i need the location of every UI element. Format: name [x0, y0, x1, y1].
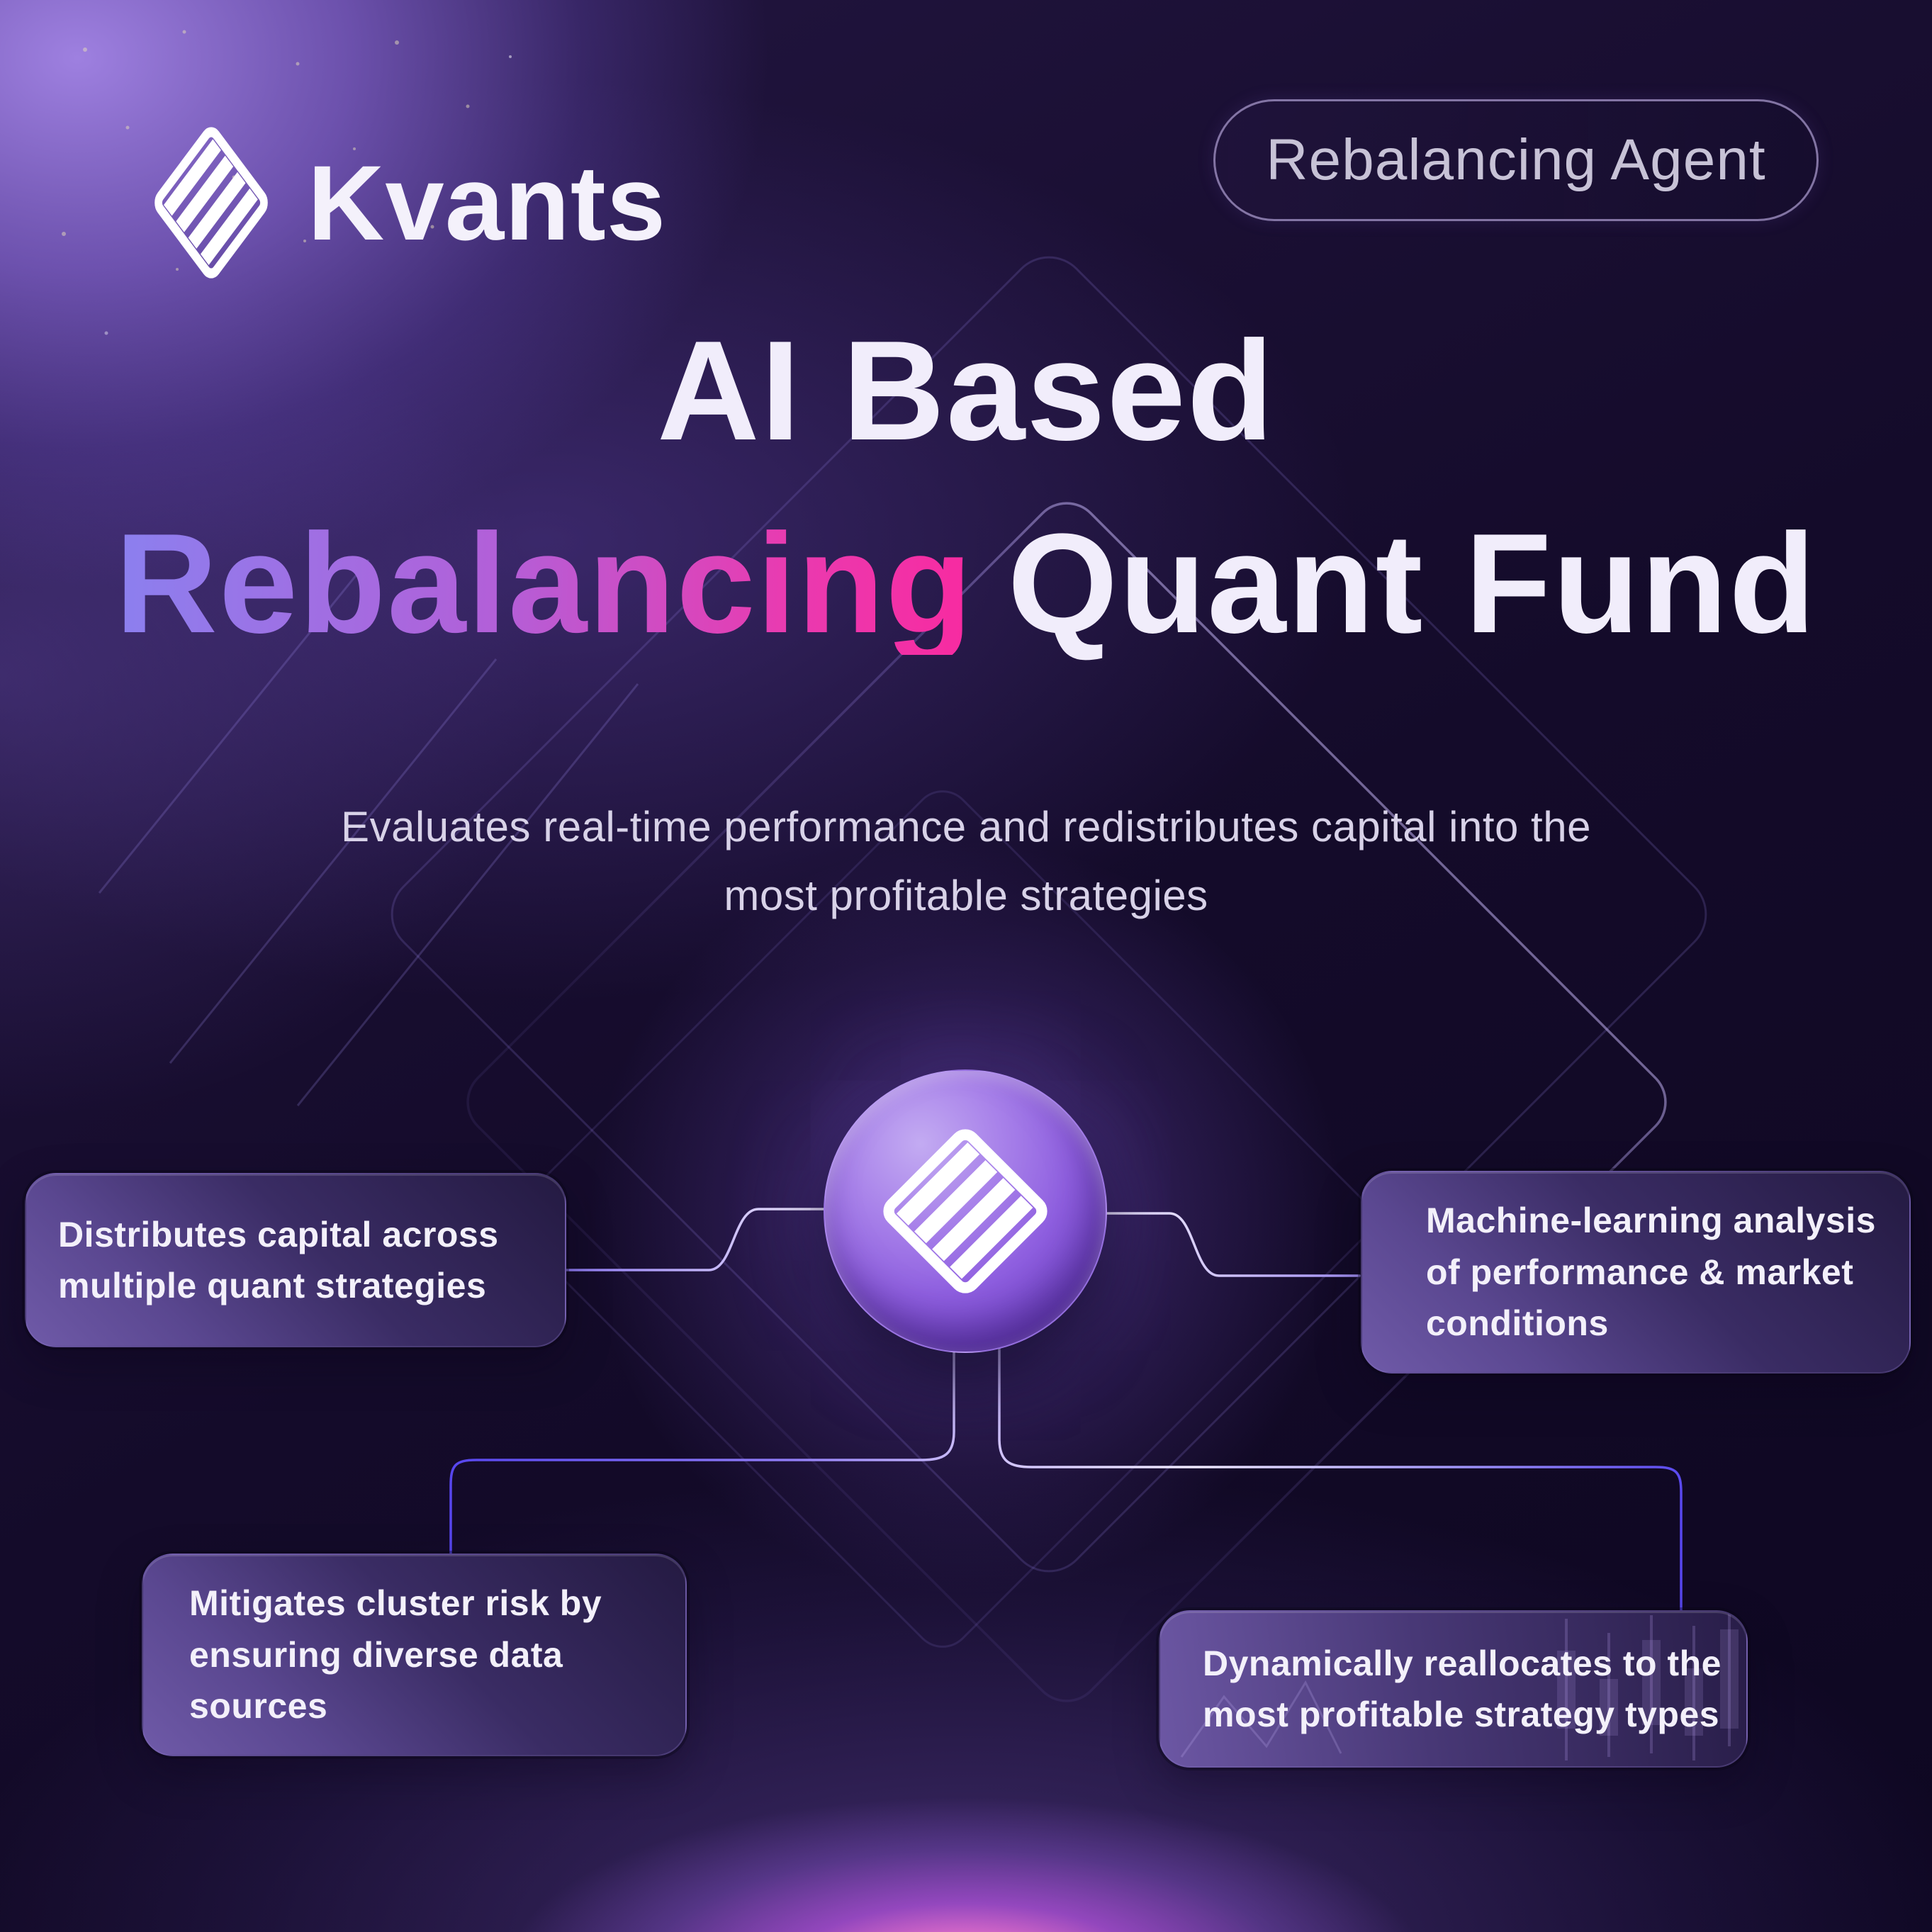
sparkle-dots-decor — [62, 30, 512, 335]
badge-label: Rebalancing Agent — [1266, 128, 1766, 192]
brand-name: Kvants — [308, 142, 667, 262]
hub-diamond-icon — [865, 1111, 1066, 1312]
feature-card-text: Machine-learning analysis of performance… — [1426, 1201, 1876, 1344]
connector-bottom-right — [998, 1345, 1683, 1612]
connector-top-right — [1103, 1212, 1361, 1277]
feature-card-dynamic-reallocation: Dynamically reallocates to the most prof… — [1159, 1610, 1748, 1768]
feature-card-distributes-capital: Distributes capital across multiple quan… — [25, 1173, 566, 1347]
candlestick-chart-decor — [1180, 1612, 1739, 1760]
rebalancing-agent-badge: Rebalancing Agent — [1213, 99, 1819, 221]
streak-lines-decor — [98, 559, 639, 1106]
feature-card-text: Dynamically reallocates to the most prof… — [1203, 1643, 1722, 1735]
title-rest-word: Quant Fund — [1007, 505, 1817, 663]
connector-top-left — [562, 1208, 825, 1271]
feature-card-text: Distributes capital across multiple quan… — [58, 1214, 499, 1306]
subtitle: Evaluates real-time performance and redi… — [341, 803, 1591, 920]
feature-card-machine-learning: Machine-learning analysis of performance… — [1361, 1171, 1911, 1374]
connector-bottom-left — [449, 1345, 955, 1555]
title-line-1: AI Based — [657, 312, 1275, 470]
title-gradient-word: Rebalancing — [115, 505, 974, 663]
kvants-logo-icon — [142, 110, 281, 296]
hub-node — [824, 1069, 1107, 1353]
brand-logo: Kvants — [142, 110, 666, 296]
connector-lines — [449, 1208, 1683, 1612]
feature-card-text: Mitigates cluster risk by ensuring diver… — [189, 1583, 602, 1726]
feature-card-mitigates-risk: Mitigates cluster risk by ensuring diver… — [142, 1554, 687, 1756]
